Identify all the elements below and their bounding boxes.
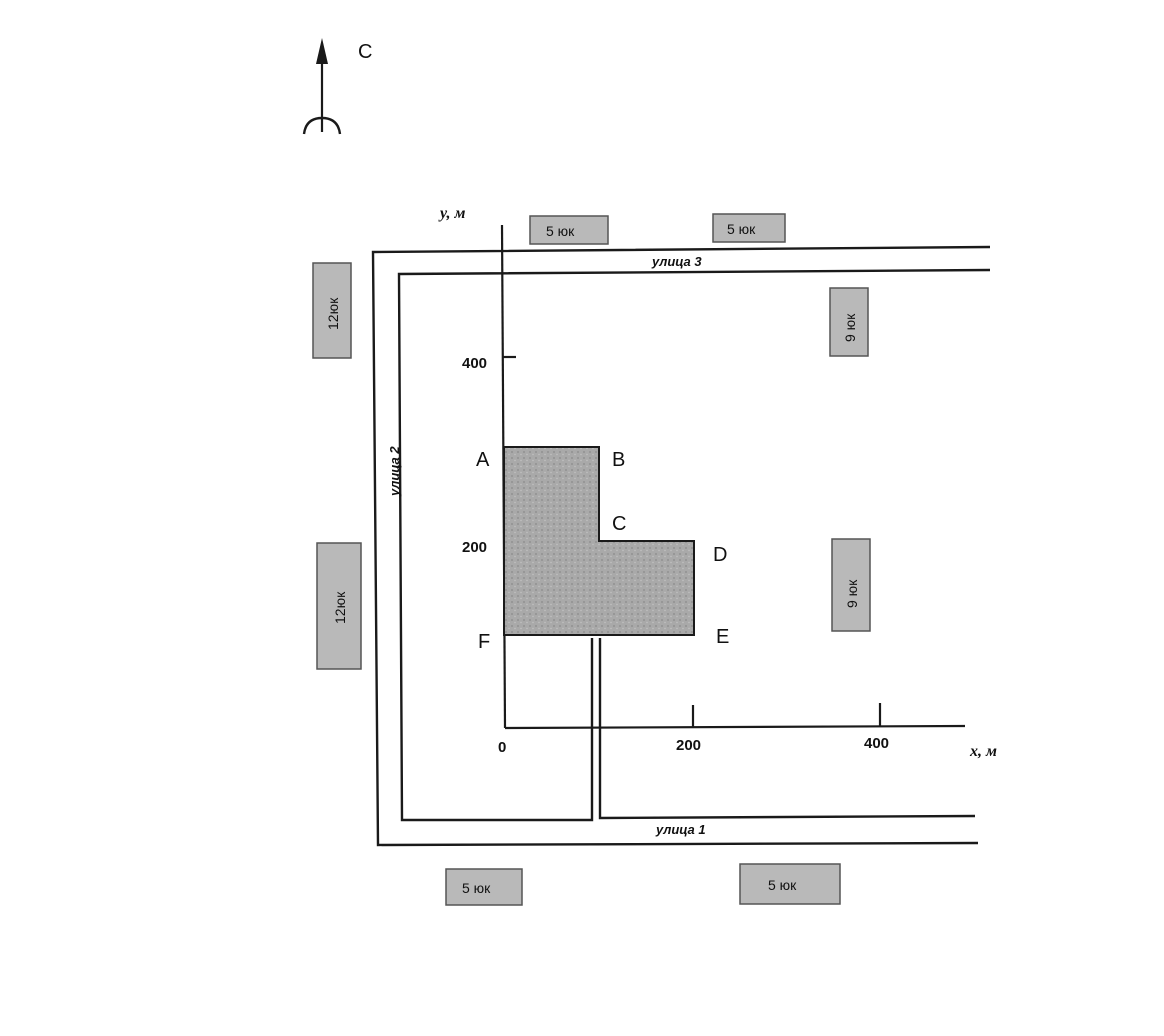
compass-label: С <box>358 41 372 63</box>
x-axis-label: x, м <box>969 743 997 760</box>
svg-text:5 юк: 5 юк <box>546 223 575 239</box>
y-axis-label: y, м <box>438 205 466 222</box>
building-bottom-right: 5 юк <box>739 863 841 905</box>
svg-text:9 юк: 9 юк <box>842 313 858 342</box>
building-top-left: 5 юк <box>529 215 609 245</box>
point-e: E <box>716 626 729 648</box>
building-left-bottom: 12юк <box>316 542 362 670</box>
svg-text:9 юк: 9 юк <box>844 579 860 608</box>
x-tick-label-200: 200 <box>676 737 701 754</box>
point-c: C <box>612 513 626 535</box>
building-right-bottom: 9 юк <box>831 538 871 632</box>
street-2-label: улица 2 <box>387 446 402 497</box>
svg-text:5 юк: 5 юк <box>768 877 797 893</box>
street-3-label: улица 3 <box>651 254 702 269</box>
svg-text:12юк: 12юк <box>325 297 341 330</box>
x-axis <box>504 724 966 730</box>
svg-text:5 юк: 5 юк <box>462 880 491 896</box>
svg-text:5 юк: 5 юк <box>727 221 756 237</box>
y-tick-label-200: 200 <box>462 539 487 556</box>
street-1-label: улица 1 <box>655 822 706 837</box>
point-d: D <box>713 544 727 566</box>
point-f: F <box>478 631 490 653</box>
point-b: B <box>612 449 625 471</box>
building-right-top: 9 юк <box>829 287 869 357</box>
building-bottom-left: 5 юк <box>445 868 523 906</box>
point-a: A <box>476 449 490 471</box>
origin-label: 0 <box>498 739 506 756</box>
north-arrow-icon <box>302 38 342 135</box>
y-tick-label-400: 400 <box>462 355 487 372</box>
building-top-right: 5 юк <box>712 213 786 243</box>
building-left-top: 12юк <box>312 262 352 359</box>
x-tick-label-400: 400 <box>864 735 889 752</box>
land-plot <box>503 446 695 636</box>
svg-text:12юк: 12юк <box>332 591 348 624</box>
roads <box>371 245 991 847</box>
